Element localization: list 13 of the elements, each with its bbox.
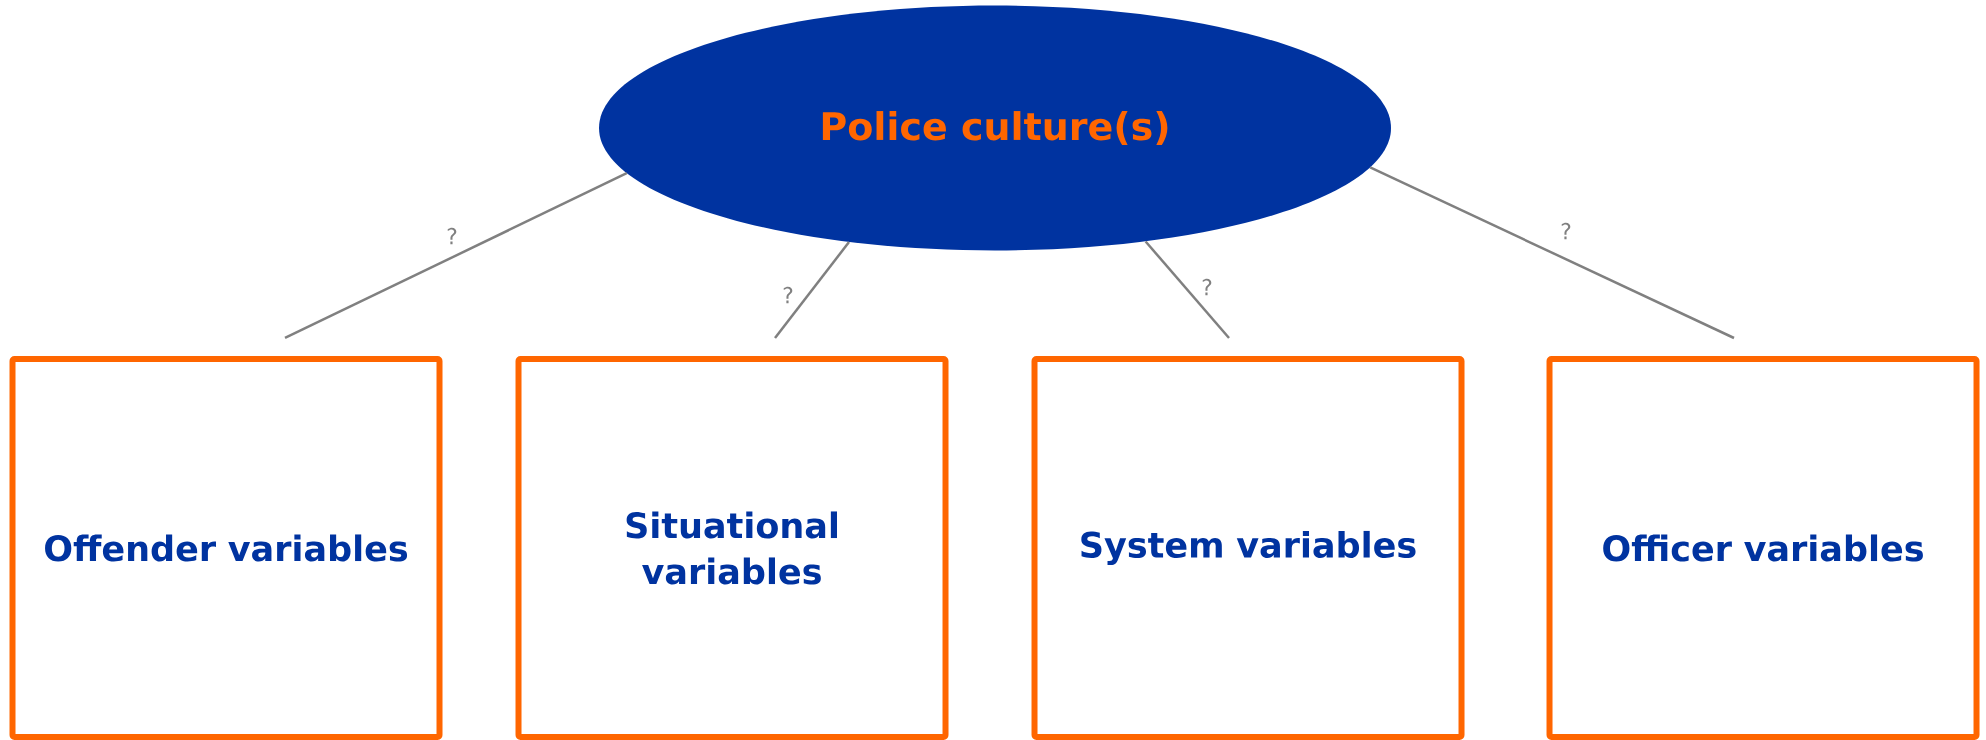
- variable-box: Situational variables: [515, 356, 949, 740]
- connector-line: [1369, 166, 1735, 340]
- edge-label: ?: [1202, 278, 1212, 296]
- ellipse-node: Police culture(s): [599, 5, 1391, 251]
- connector-line: [284, 172, 628, 340]
- connector-line: [1144, 240, 1230, 339]
- edge-label: ?: [447, 227, 457, 245]
- connector-line: [774, 241, 850, 339]
- variable-box: System variables: [1031, 356, 1465, 740]
- edge-label: ?: [783, 286, 793, 304]
- variable-box: Officer variables: [1546, 356, 1980, 740]
- variable-box: Offender variables: [9, 356, 443, 740]
- edge-label: ?: [1561, 222, 1571, 240]
